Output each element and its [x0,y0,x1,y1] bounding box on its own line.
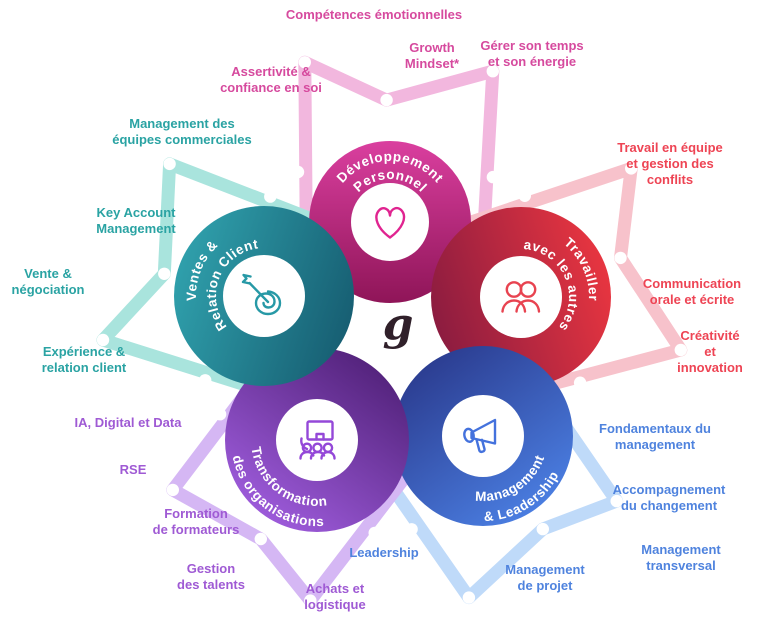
petal-outlines [96,55,688,608]
outline-dot [291,165,305,179]
outline-dot [674,343,687,357]
outline-dot [254,532,267,546]
outline-dot [163,157,176,171]
outline-dot [298,56,311,69]
outline-dot [518,189,531,202]
outline-dot [610,494,623,508]
developpement-personnel-inner-disc [351,183,429,261]
outline-dot [380,93,393,107]
target-icon [241,273,282,316]
outline-dot [405,523,418,536]
outline-dot [625,162,638,175]
people-icon [501,281,541,313]
ventes-relation-client-petal: Ventes &Relation Client [174,206,354,386]
outline-dot [486,65,499,78]
outline-dot [536,522,549,536]
outline-dot [96,333,110,347]
management-leadership-petal: Management& Leadership [393,346,573,526]
heart-icon [375,206,406,239]
outline-dot [573,376,587,389]
outline-dot [264,190,277,203]
outline-dot [614,251,627,265]
outline-dot [486,170,500,184]
brand-logo-g: g [382,299,414,351]
outline-dot [304,594,317,607]
megaphone-icon [463,418,497,454]
ventes-relation-client-inner-disc [223,255,305,337]
outline-dot [213,408,227,421]
outline-dot [158,267,171,280]
outline-dot [199,374,212,387]
outline-dot [368,526,381,540]
organization-icon [299,420,336,460]
management-leadership-inner-disc [442,395,524,477]
travailler-avec-les-autres-inner-disc [480,256,562,338]
outline-dot [462,591,476,604]
outline-dot [166,483,179,497]
